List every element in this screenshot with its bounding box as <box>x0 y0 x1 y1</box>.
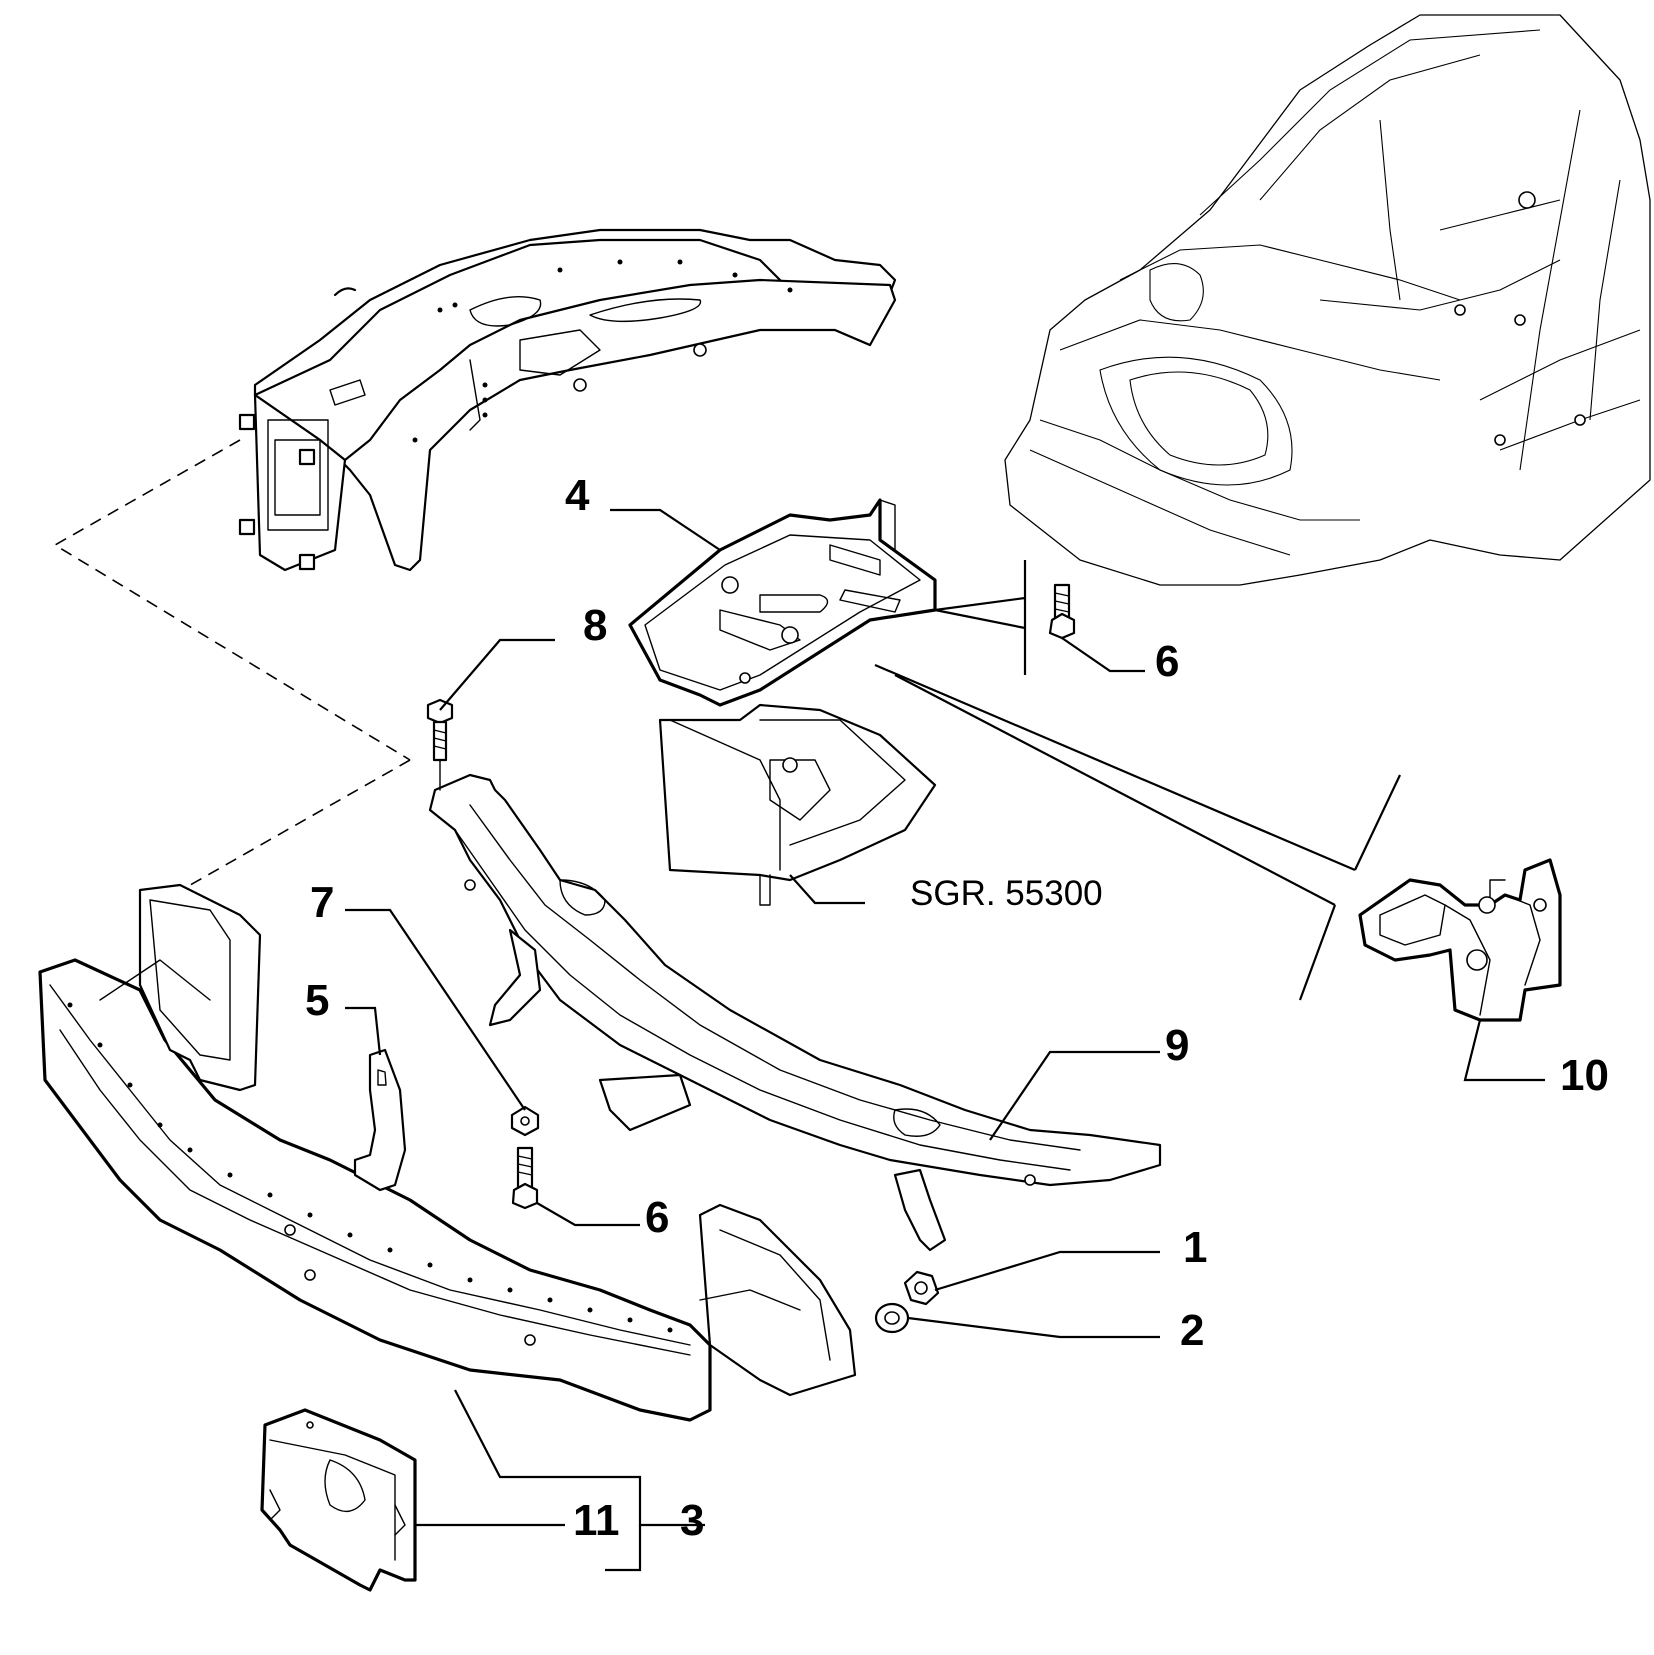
part-4-battery-tray <box>628 498 937 707</box>
leader-9 <box>989 1050 1160 1141</box>
part-11-cover-plate <box>260 1408 417 1592</box>
leader-8 <box>439 638 555 711</box>
bracket-3 <box>605 1525 642 1572</box>
vehicle-body-front-structure <box>1004 14 1651 586</box>
callout-3: 3 <box>680 1496 704 1545</box>
part-3-bumper-beam <box>38 883 857 1422</box>
part-5-bracket <box>353 1048 407 1192</box>
bracket-10-a <box>1354 774 1401 871</box>
callout-1: 1 <box>1183 1223 1207 1272</box>
leader-10-a <box>874 663 1356 872</box>
part-2-washer <box>874 1302 910 1334</box>
mounting-studs <box>238 413 316 571</box>
callout-9: 9 <box>1165 1021 1189 1070</box>
leader-lines <box>345 508 1545 1572</box>
leader-5 <box>345 1006 382 1056</box>
callout-8: 8 <box>583 601 607 650</box>
callout-2: 2 <box>1180 1306 1204 1355</box>
part-8-bolt <box>426 698 454 791</box>
part-6-bolt-lower <box>511 1146 539 1210</box>
part-7-nut <box>510 1105 540 1137</box>
leader-10 <box>1463 1019 1545 1082</box>
leader-7 <box>345 908 526 1111</box>
callout-10: 10 <box>1560 1051 1609 1100</box>
part-10-bracket <box>1358 858 1562 1022</box>
leader-3 <box>454 1389 705 1527</box>
leader-bracket-4-6b <box>934 608 1026 630</box>
leader-4 <box>610 508 721 551</box>
callout-5: 5 <box>305 976 329 1025</box>
part-1-nut <box>903 1270 940 1306</box>
leader-sgr <box>789 874 865 905</box>
sgr-reference-label: SGR. 55300 <box>910 874 1103 913</box>
leader-6-upper <box>1061 637 1145 673</box>
callout-labels: 4 8 6 7 5 9 10 6 1 2 11 3 SGR. 55300 <box>305 471 1609 1545</box>
callout-6-lower: 6 <box>645 1193 669 1242</box>
callout-4: 4 <box>565 471 590 520</box>
part-9-upper-crossmember <box>428 773 1162 1252</box>
dashed-assembly-lines <box>53 439 411 889</box>
leader-10-b <box>894 674 1336 906</box>
bumper-hole-row <box>67 1002 673 1333</box>
callout-11: 11 <box>573 1496 620 1545</box>
callout-6-upper: 6 <box>1155 637 1179 686</box>
part-6-bolt-upper <box>1048 583 1076 640</box>
callout-7: 7 <box>310 878 334 927</box>
bracket-10-b <box>1298 904 1337 1001</box>
leader-bracket-4-6 <box>934 596 1026 612</box>
front-side-member <box>238 228 897 572</box>
reference-tray-sgr <box>658 703 937 906</box>
leader-6-lower <box>536 1202 640 1227</box>
leader-2 <box>907 1316 1160 1339</box>
leader-1 <box>934 1250 1160 1292</box>
